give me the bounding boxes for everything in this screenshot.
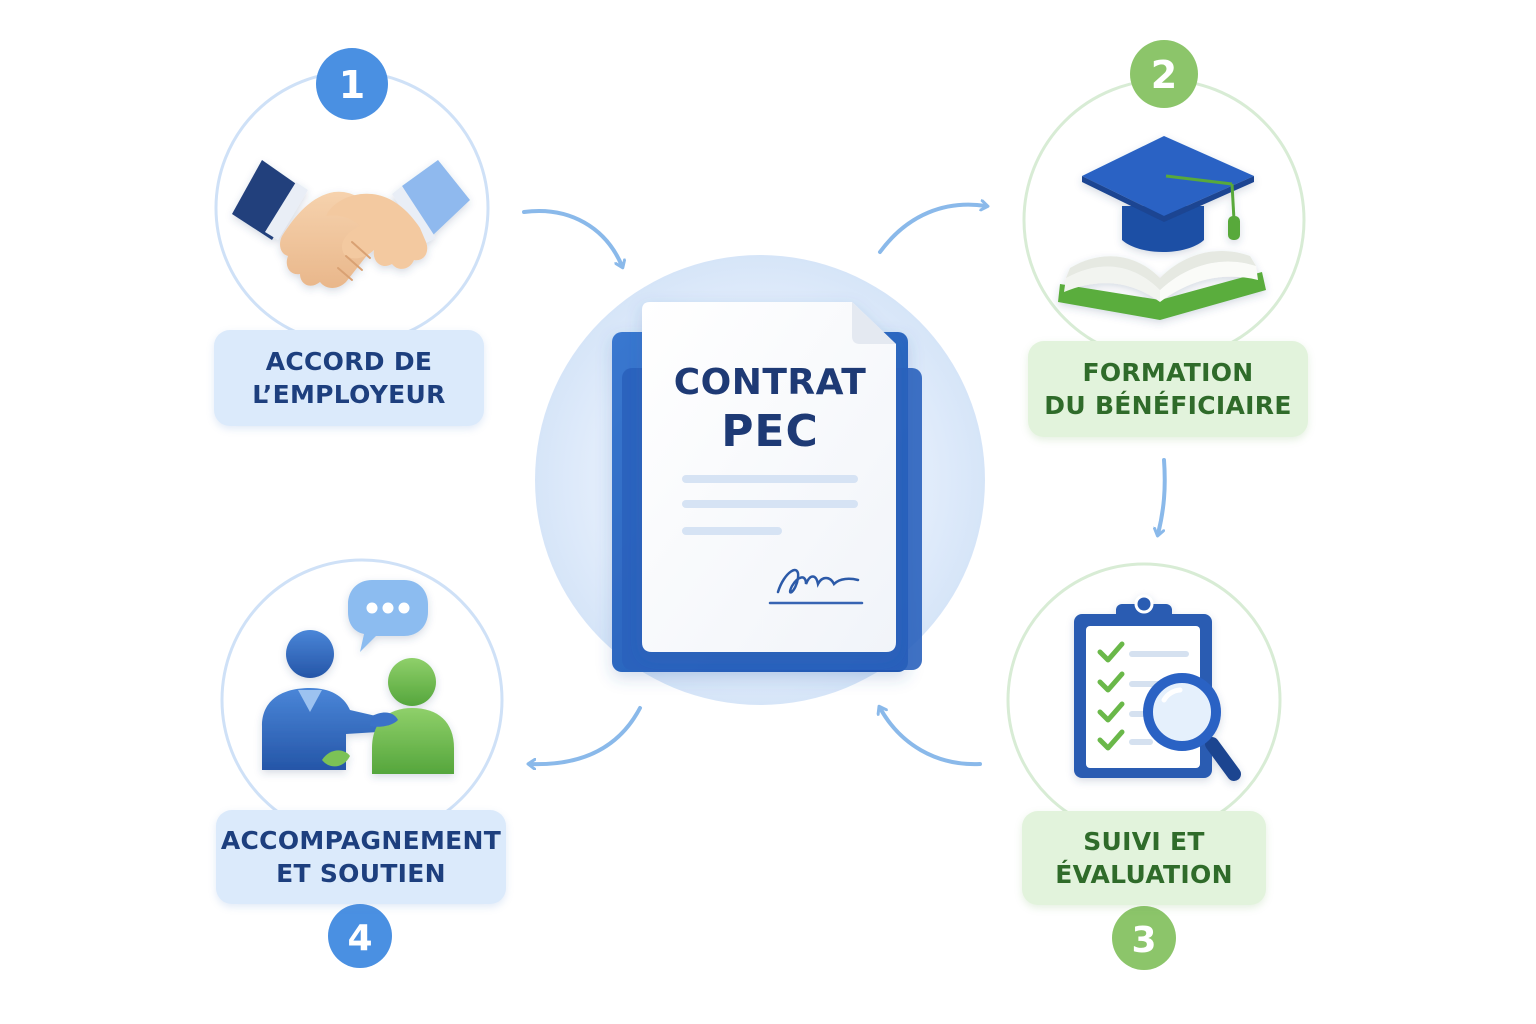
clipboard-clip xyxy=(1116,604,1172,626)
contract-paper-fold xyxy=(852,302,896,344)
step-4-label-line2: ET SOUTIEN xyxy=(276,859,446,888)
magnifier-glare xyxy=(1161,687,1183,703)
step-4-number: 4 xyxy=(347,918,372,959)
finger-lines xyxy=(337,241,371,281)
mentoring-people-icon xyxy=(262,580,454,774)
arrow-step3-to-center xyxy=(880,708,982,767)
step-2-label: FORMATION DU BÉNÉFICIAIRE xyxy=(1028,341,1308,437)
step-1-label: ACCORD DE L’EMPLOYEUR xyxy=(214,330,484,426)
speech-dot xyxy=(382,602,394,614)
cap-base xyxy=(1122,206,1204,252)
contract-title-line2: PEC xyxy=(721,406,819,457)
cap-tassel xyxy=(1228,216,1240,240)
arrow-center-to-step2 xyxy=(878,205,986,254)
contract-text-line xyxy=(682,475,858,483)
step-4-label: ACCOMPAGNEMENT ET SOUTIEN xyxy=(216,810,506,904)
check-icon xyxy=(1097,671,1125,693)
step-2-label-line1: FORMATION xyxy=(1082,358,1254,387)
check-icon xyxy=(1097,701,1125,723)
arrow-step1-to-center xyxy=(522,209,622,266)
right-cuff xyxy=(392,186,436,244)
step-3-label-line1: SUIVI ET xyxy=(1083,827,1205,856)
arrow-step2-to-step3 xyxy=(1158,458,1167,534)
speech-dot xyxy=(366,602,378,614)
book-cover xyxy=(1058,272,1266,320)
contract-text-line xyxy=(682,500,858,508)
step-1-number: 1 xyxy=(339,63,365,107)
step-2-label-line2: DU BÉNÉFICIAIRE xyxy=(1044,391,1292,420)
flow-arrows xyxy=(522,205,1167,767)
right-hand xyxy=(326,193,428,269)
mentor-body xyxy=(262,688,378,770)
step-1-label-line1: ACCORD DE xyxy=(265,347,433,376)
step-2-badge: 2 xyxy=(1130,40,1198,108)
speech-bubble-icon xyxy=(348,580,428,652)
center-contract-group xyxy=(535,255,985,705)
right-sleeve xyxy=(402,160,470,236)
mentor-collar xyxy=(298,690,322,712)
step-3-number: 3 xyxy=(1131,920,1156,961)
clipboard-magnifier-icon xyxy=(1074,594,1241,781)
left-sleeve xyxy=(232,160,302,240)
signature-icon xyxy=(776,568,860,594)
check-icon xyxy=(1097,729,1125,751)
step-1-badge: 1 xyxy=(316,48,388,120)
book-page-stack xyxy=(1066,251,1256,290)
mentor-head xyxy=(286,630,334,678)
handshake-icon xyxy=(232,160,470,288)
contract-text-line xyxy=(682,527,782,535)
mentor-hand xyxy=(370,712,398,727)
step-1-label-line2: L’EMPLOYEUR xyxy=(252,380,446,409)
book-left-page xyxy=(1064,266,1160,302)
step-4-badge: 4 xyxy=(328,904,392,968)
check-icon xyxy=(1097,641,1125,663)
cap-tassel-cord xyxy=(1165,174,1233,186)
step-3-badge: 3 xyxy=(1112,906,1176,970)
book-right-page xyxy=(1160,261,1258,302)
step-3-label-line2: ÉVALUATION xyxy=(1055,860,1233,889)
step-3-label: SUIVI ET ÉVALUATION xyxy=(1022,811,1266,905)
magnifier-handle xyxy=(1205,737,1241,781)
contract-title-line1: CONTRAT xyxy=(673,362,867,403)
cap-tassel-string xyxy=(1230,183,1236,221)
leaf-icon xyxy=(322,750,350,767)
magnifier-lens xyxy=(1143,673,1221,751)
speech-dot xyxy=(398,602,410,614)
left-cuff xyxy=(265,182,308,240)
step-2-number: 2 xyxy=(1151,53,1177,97)
graduation-cap-book-icon xyxy=(1058,136,1266,320)
step-4-label-line1: ACCOMPAGNEMENT xyxy=(220,826,502,855)
clipboard-clip-hole xyxy=(1134,594,1154,614)
arrow-center-to-step4 xyxy=(530,706,642,764)
mentee-head xyxy=(388,658,436,706)
mentee-body xyxy=(372,708,454,774)
